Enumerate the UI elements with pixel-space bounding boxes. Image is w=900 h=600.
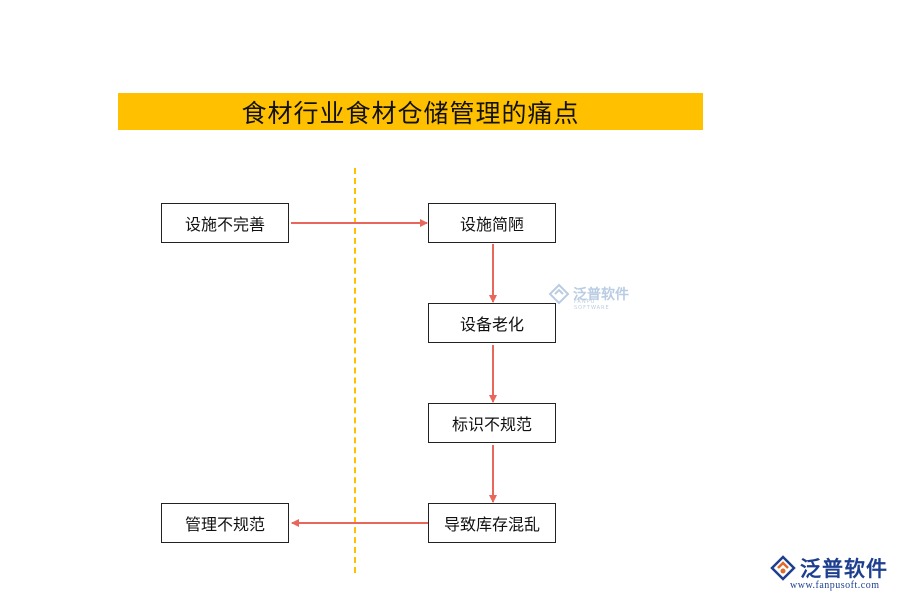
fanpu-logo-icon: [548, 283, 570, 305]
watermark-sub: FANPU SOFTWARE: [574, 299, 610, 311]
node-equipment-aging: 设备老化: [428, 303, 556, 343]
node-labeling-irregular: 标识不规范: [428, 403, 556, 443]
node-storage-chaos: 导致库存混乱: [428, 503, 556, 543]
watermark-name: 泛普软件: [573, 287, 629, 303]
brand-logo: 泛普软件: [770, 553, 888, 583]
logo-name: 泛普软件: [800, 557, 888, 581]
title-banner: 食材行业食材仓储管理的痛点: [118, 93, 703, 130]
logo-url: www.fanpusoft.com: [790, 580, 880, 591]
node-facilities-incomplete: 设施不完善: [161, 203, 289, 243]
divider-line: [354, 168, 356, 573]
watermark: 泛普软件 FANPU SOFTWARE: [548, 283, 629, 311]
fanpu-logo-icon: [770, 555, 796, 581]
node-management-irregular: 管理不规范: [161, 503, 289, 543]
node-facilities-simple: 设施简陋: [428, 203, 556, 243]
page-title: 食材行业食材仓储管理的痛点: [241, 98, 580, 128]
